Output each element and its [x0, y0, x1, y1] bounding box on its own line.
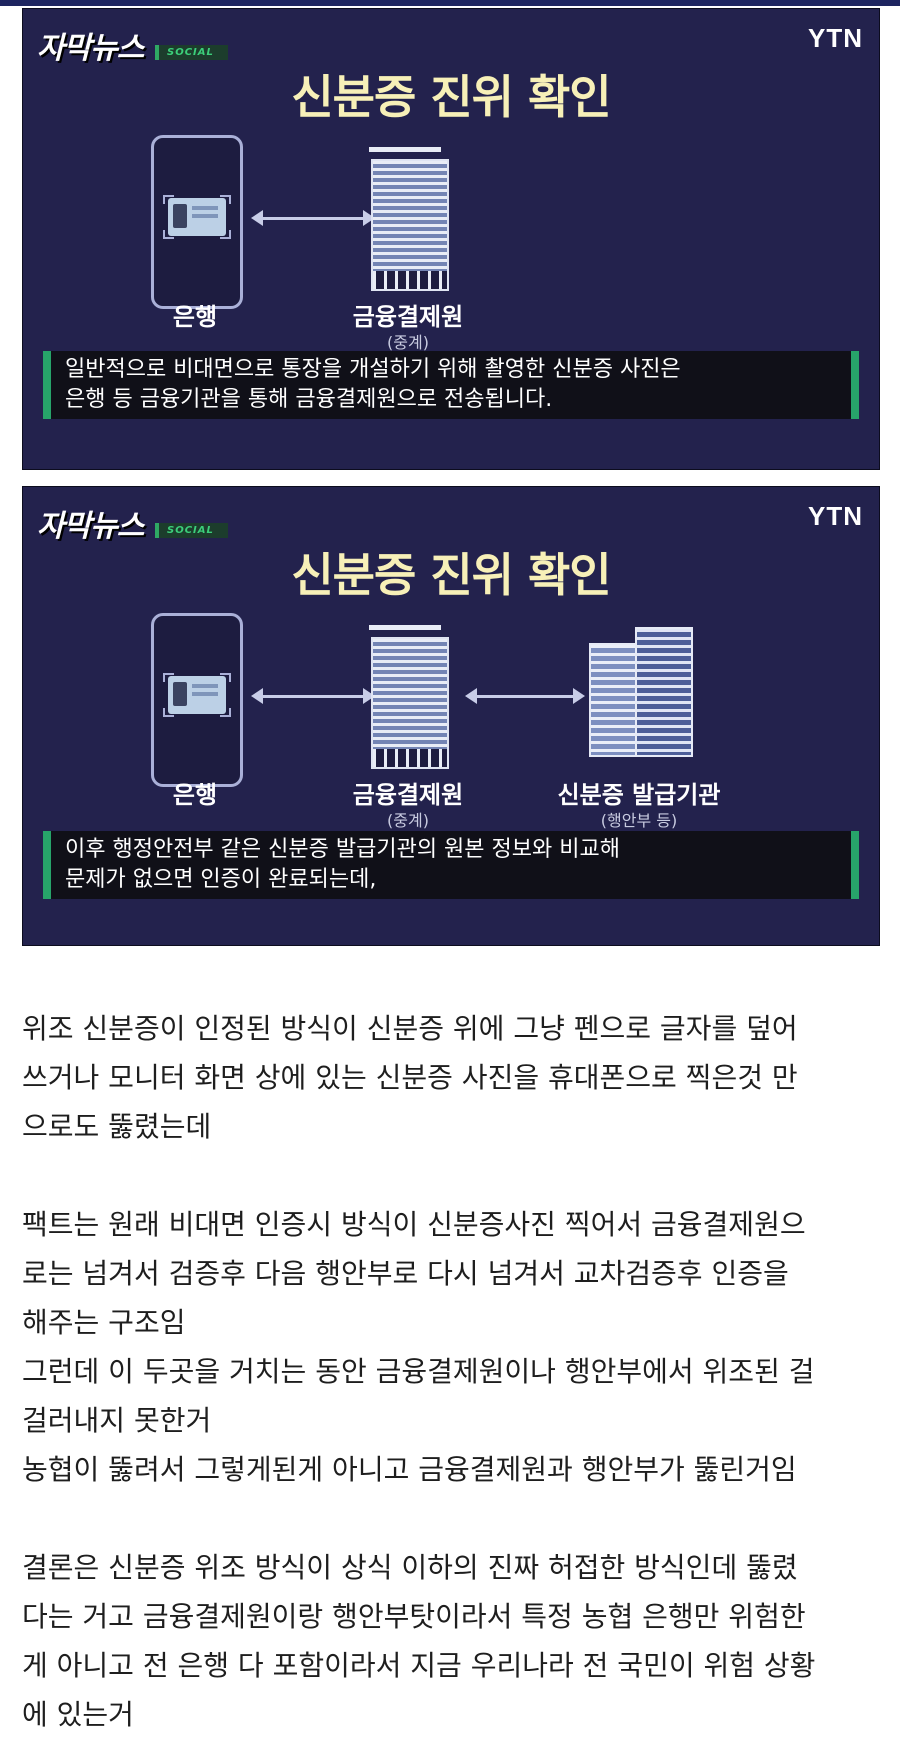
channel-logo: YTN [808, 501, 863, 531]
caption-box: 일반적으로 비대면으로 통장을 개설하기 위해 촬영한 신분증 사진은 은행 등… [43, 351, 859, 419]
government-tower-icon [635, 627, 693, 757]
post-line: 걸러내지 못한거 [22, 1404, 212, 1437]
phone-icon [151, 135, 243, 309]
post-body: 위조 신분증이 인정된 방식이 신분증 위에 그냥 펜으로 글자를 덮어 쓰거나… [22, 1004, 884, 1739]
post-line: 으로도 뚫렸는데 [22, 1110, 212, 1143]
label-issuer: 신분증 발급기관 [557, 781, 721, 809]
post-line: 에 있는거 [22, 1698, 134, 1731]
top-divider [0, 0, 900, 6]
brand-tag: SOCIAL [155, 523, 228, 538]
post-line: 농협이 뚫려서 그렇게된게 아니고 금융결제원과 행안부가 뚫린거임 [22, 1453, 797, 1486]
label-kftc-sub: (중계) [387, 333, 429, 352]
scan-bracket-icon [163, 195, 231, 239]
caption-line: 이후 행정안전부 같은 신분증 발급기관의 원본 정보와 비교해 [65, 837, 620, 862]
scan-bracket-icon [163, 673, 231, 717]
post-line: 그런데 이 두곳을 거치는 동안 금융결제원이나 행안부에서 위조된 걸 [22, 1355, 815, 1388]
label-kftc: 금융결제원 [352, 781, 464, 809]
news-image-2: 자막뉴스 SOCIAL YTN 신분증 진위 확인 은행 금융결제원 (중계) … [22, 486, 880, 946]
post-line: 팩트는 원래 비대면 인증시 방식이 신분증사진 찍어서 금융결제원으 [22, 1208, 806, 1241]
post-line: 쓰거나 모니터 화면 상에 있는 신분증 사진을 휴대폰으로 찍은것 만 [22, 1061, 798, 1094]
id-card-icon [168, 198, 226, 236]
post-line: 다는 거고 금융결제원이랑 행안부탓이라서 특정 농협 은행만 위험한 [22, 1600, 806, 1633]
label-kftc: 금융결제원 [352, 303, 464, 331]
channel-logo: YTN [808, 23, 863, 53]
post-line: 결론은 신분증 위조 방식이 상식 이하의 진짜 허접한 방식인데 뚫렸 [22, 1551, 798, 1584]
double-arrow-icon [251, 210, 375, 226]
caption-box: 이후 행정안전부 같은 신분증 발급기관의 원본 정보와 비교해 문제가 없으면… [43, 831, 859, 899]
label-bank: 은행 [172, 781, 218, 809]
double-arrow-icon [465, 688, 585, 704]
post-line: 해주는 구조임 [22, 1306, 186, 1339]
headline: 신분증 진위 확인 [291, 70, 611, 124]
news-image-1: 자막뉴스 SOCIAL YTN 신분증 진위 확인 은행 금융결제원 (중계) … [22, 8, 880, 470]
post-line: 위조 신분증이 인정된 방식이 신분증 위에 그냥 펜으로 글자를 덮어 [22, 1012, 798, 1045]
label-kftc-sub: (중계) [387, 811, 429, 830]
phone-icon [151, 613, 243, 787]
brand-tag: SOCIAL [155, 45, 228, 60]
id-card-icon [168, 676, 226, 714]
label-bank: 은행 [172, 303, 218, 331]
post-line: 로는 넘겨서 검증후 다음 행안부로 다시 넘겨서 교차검증후 인증을 [22, 1257, 789, 1290]
double-arrow-icon [251, 688, 375, 704]
caption-line: 일반적으로 비대면으로 통장을 개설하기 위해 촬영한 신분증 사진은 [65, 357, 681, 382]
brand-logo: 자막뉴스 [37, 509, 144, 544]
post-line: 게 아니고 전 은행 다 포함이라서 지금 우리나라 전 국민이 위험 상황 [22, 1649, 816, 1682]
caption-line: 문제가 없으면 인증이 완료되는데, [65, 867, 377, 892]
building-icon [369, 147, 449, 291]
building-icon [369, 625, 449, 769]
headline: 신분증 진위 확인 [291, 548, 611, 602]
caption-line: 은행 등 금융기관을 통해 금융결제원으로 전송됩니다. [65, 387, 553, 412]
brand-logo: 자막뉴스 [37, 31, 144, 66]
label-issuer-sub: (행안부 등) [600, 811, 678, 830]
